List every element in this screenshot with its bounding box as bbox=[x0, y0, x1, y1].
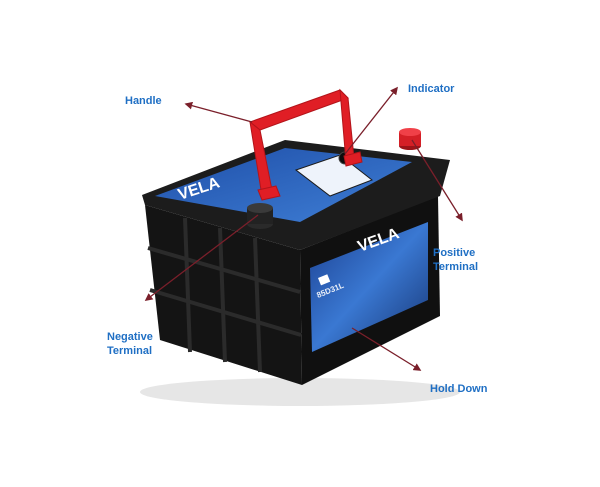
battery-ribs bbox=[147, 217, 302, 373]
label-handle: Handle bbox=[125, 95, 162, 107]
negative-terminal-graphic bbox=[247, 203, 273, 229]
label-hold-down: Hold Down bbox=[430, 383, 488, 395]
negative-terminal-leader-line bbox=[144, 214, 259, 301]
hold-down-leader-line bbox=[351, 327, 422, 371]
handle-graphic bbox=[248, 88, 363, 201]
label-indicator: Indicator bbox=[408, 83, 455, 95]
positive-terminal-leader-line bbox=[411, 139, 463, 222]
label-negative-terminal: Negative Terminal bbox=[107, 331, 153, 357]
positive-terminal-graphic bbox=[399, 128, 421, 150]
label-positive-terminal: Positive Terminal bbox=[433, 247, 479, 273]
indicator-leader-line bbox=[344, 86, 398, 155]
side-panel-ce-mark bbox=[317, 274, 331, 286]
battery-side-panel bbox=[310, 222, 428, 352]
indicator-panel bbox=[294, 154, 374, 197]
handle-leader-line bbox=[184, 101, 253, 123]
floor-shadow bbox=[140, 378, 460, 406]
